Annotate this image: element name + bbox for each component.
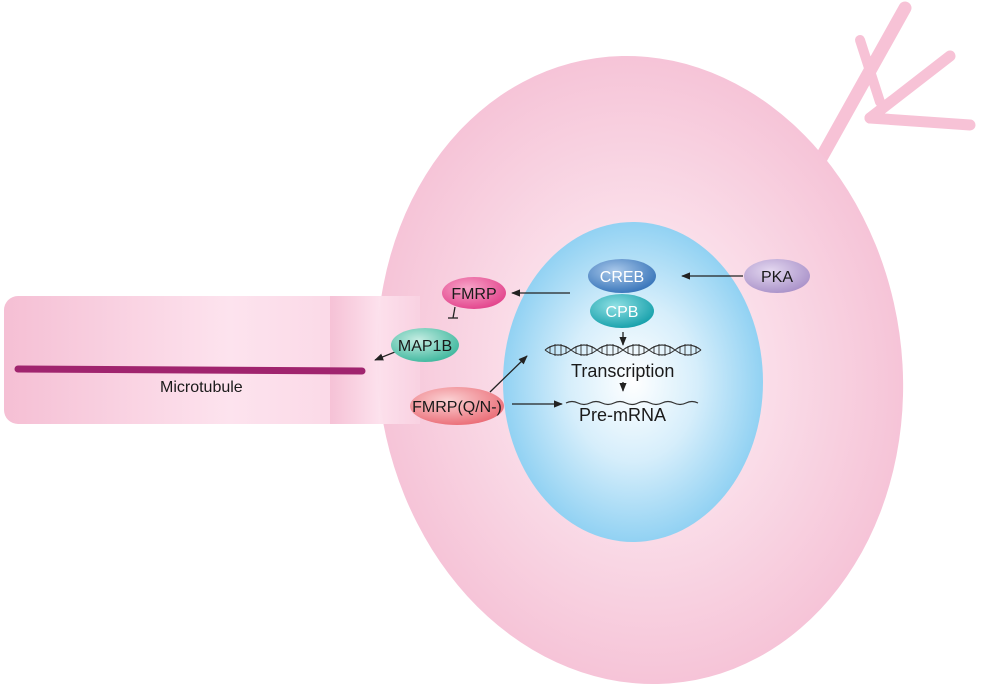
map1b-label: MAP1B <box>398 338 452 355</box>
pre-mrna-label: Pre-mRNA <box>579 405 666 425</box>
dendrite <box>803 1 976 185</box>
fmrp-qn-protein: FMRP(Q/N-) <box>410 387 504 425</box>
transcription-label: Transcription <box>571 361 674 381</box>
microtubule-label: Microtubule <box>160 379 243 396</box>
nucleus <box>503 222 763 542</box>
arrow-qn-to-dna <box>489 355 528 393</box>
fmrp-label: FMRP <box>451 286 496 303</box>
fmrp-protein: FMRP <box>442 277 506 309</box>
creb-label: CREB <box>600 269 644 286</box>
cpb-protein: CPB <box>590 294 654 328</box>
pka-protein: PKA <box>744 259 810 293</box>
microtubule <box>14 365 366 375</box>
dna-icon <box>544 344 702 356</box>
fmrp-qn-label: FMRP(Q/N-) <box>412 399 502 416</box>
cpb-label: CPB <box>606 304 639 321</box>
map1b-protein: MAP1B <box>391 328 459 362</box>
pre-mrna-strand <box>565 400 699 406</box>
creb-protein: CREB <box>588 259 656 293</box>
axon <box>4 296 414 424</box>
pka-label: PKA <box>761 269 793 286</box>
inhibition-fmrp-map1b <box>452 306 456 319</box>
